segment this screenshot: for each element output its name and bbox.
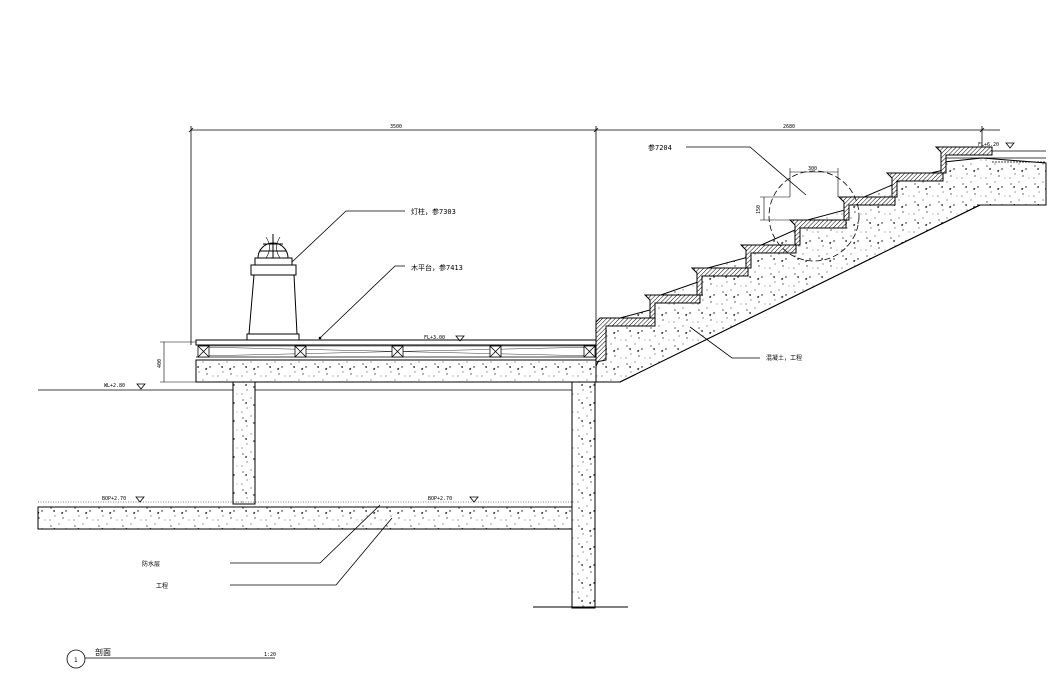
leader-lines (230, 146, 807, 586)
callout-step: 参7204 (648, 143, 672, 152)
support-column-right (571, 381, 596, 609)
detail-dimensions (760, 168, 839, 221)
dimension-left: 3500 (390, 124, 402, 130)
detail-step-width: 300 (808, 166, 817, 172)
fl-top-marker (1005, 142, 1015, 149)
callout-engineering: 工程 (156, 582, 168, 590)
callout-lamp: 灯柱，参7303 (411, 207, 456, 216)
dimension-lines (188, 126, 1000, 345)
lamp-post (246, 234, 300, 341)
deck-slab (195, 359, 597, 383)
deck-joists (197, 345, 596, 358)
deck-height-label: 400 (157, 359, 163, 368)
callout-deck: 木平台，参7413 (411, 263, 463, 272)
section-number: 1 (74, 657, 78, 664)
callout-concrete: 混凝土，工程 (766, 354, 802, 362)
fl-deck-level: FL+3.00 (424, 335, 445, 341)
bop-level-right: BOP+2.70 (428, 496, 452, 502)
support-column-left (232, 381, 256, 505)
bop-marker-right (469, 496, 479, 503)
section-title: 剖面 (95, 647, 111, 657)
fl-deck-marker (455, 335, 465, 342)
detail-circle (768, 170, 860, 262)
section-number-circle (66, 649, 86, 669)
dimension-right: 2680 (783, 124, 795, 130)
bop-marker-left (135, 496, 145, 503)
water-line (38, 383, 574, 391)
bottom-slab (37, 506, 573, 530)
stair-base-line (619, 204, 981, 383)
deck-height-dimension (160, 341, 196, 383)
bop-level-left: BOP+2.70 (102, 496, 126, 502)
leader-dot (318, 336, 322, 340)
stair-treads (595, 146, 993, 363)
stair-concrete (594, 157, 1047, 383)
wl-level-label: WL+2.80 (104, 383, 125, 389)
fl-top-level: FL+6.20 (978, 142, 999, 148)
section-scale: 1:20 (264, 652, 276, 658)
callout-waterproof: 防水层 (142, 560, 160, 568)
upper-landing (946, 150, 1046, 163)
detail-step-height: 150 (756, 205, 762, 214)
